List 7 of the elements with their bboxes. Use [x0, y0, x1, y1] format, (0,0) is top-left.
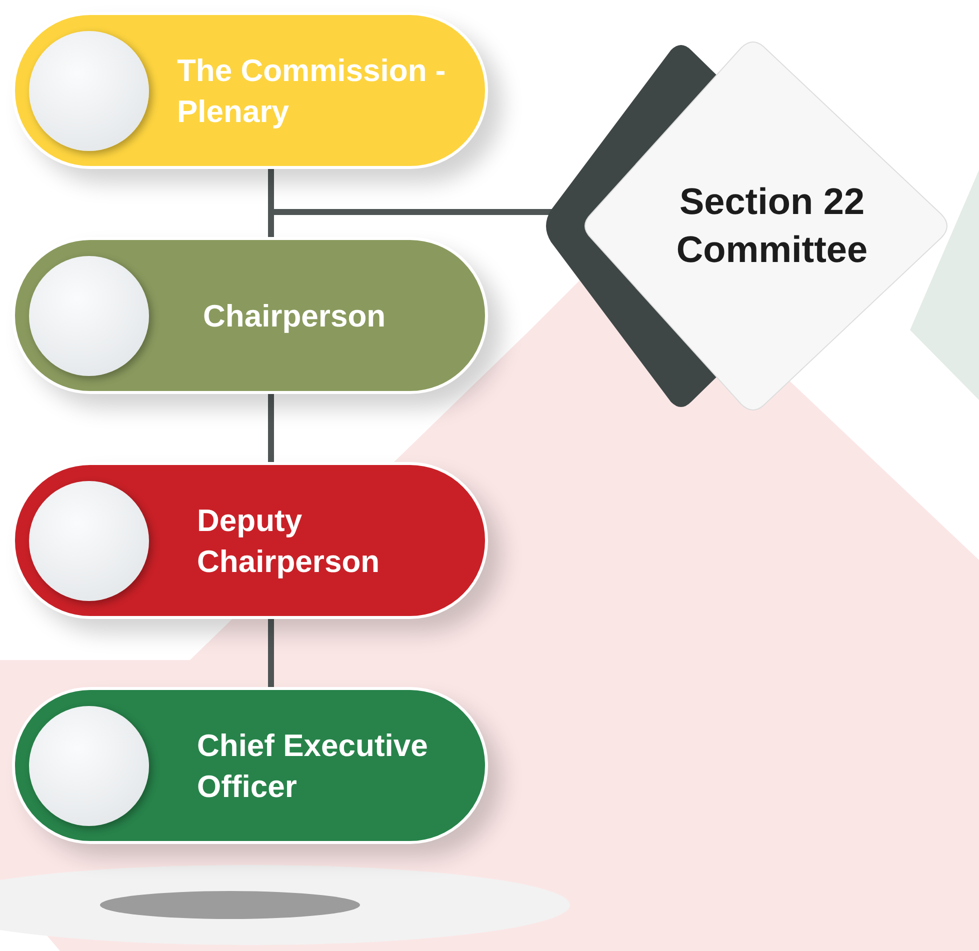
connector-line: [268, 619, 274, 687]
box-label: The Commission - Plenary: [177, 52, 447, 130]
connector-line: [268, 394, 274, 462]
diamond-label: Section 22 Committee: [675, 180, 869, 272]
box-label: Chief Executive Officer: [197, 726, 429, 806]
box-label: Chairperson: [203, 297, 387, 335]
box-label: Deputy Chairperson: [197, 502, 381, 580]
